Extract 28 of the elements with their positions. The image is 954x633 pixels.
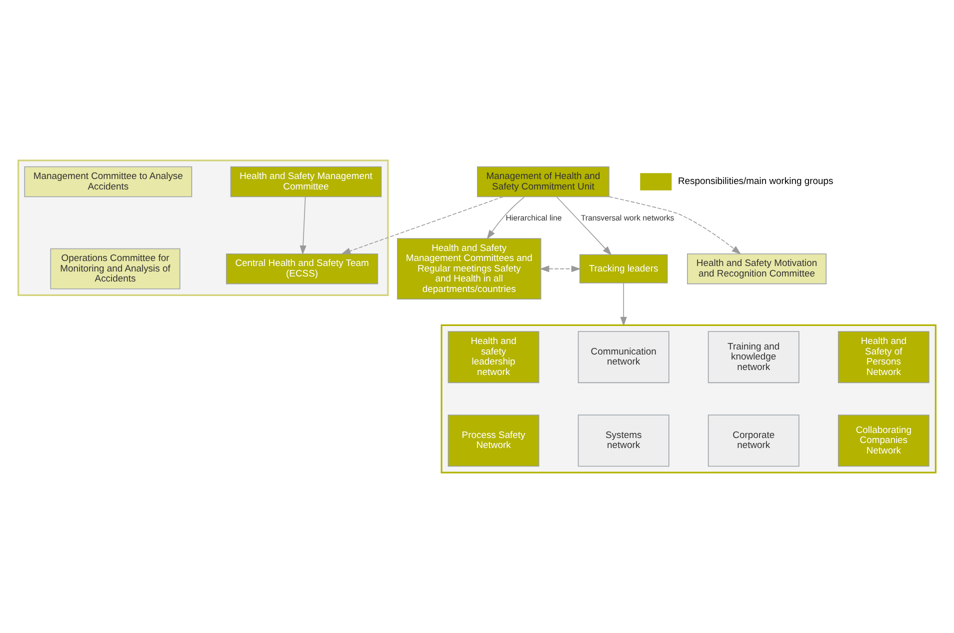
edge-label: Transversal work networks: [580, 213, 674, 222]
arrow: [341, 196, 504, 254]
node-box: Systems network: [578, 414, 670, 467]
node-box: Tracking leaders: [579, 254, 668, 284]
arrow: [608, 196, 742, 255]
arrow: [540, 266, 581, 272]
node-box: Health and Safety Management Committee: [230, 166, 382, 198]
node-box: Health and Safety Management Committees and Regular meetings Safety and Health in all departments/countries: [397, 238, 542, 300]
arrow: [486, 196, 525, 240]
node-box: Central Health and Safety Team (ECSS): [226, 253, 378, 284]
node-box: Health and safety leadership network: [448, 331, 540, 384]
cluster: [440, 324, 936, 474]
node-box: Health and Safety of Persons Network: [838, 331, 930, 384]
arrow: [556, 196, 612, 256]
node-box: Management Committee to Analyse Accidents: [24, 166, 192, 198]
node-box: Communication network: [578, 331, 670, 384]
legend-label: Responsibilities/main working groups: [678, 176, 834, 188]
arrow: [620, 282, 627, 326]
node-box: Process Safety Network: [448, 414, 540, 467]
node-box: Collaborating Companies Network: [838, 414, 930, 467]
node-box: Training and knowledge network: [708, 331, 800, 384]
node-box: Management of Health and Safety Commitment Unit: [477, 166, 610, 198]
edge-label: Hierarchical line: [506, 213, 562, 222]
cluster: [18, 160, 389, 296]
node-box: Operations Committee for Monitoring and Analysis of Accidents: [50, 248, 180, 290]
node-box: Health and Safety Motivation and Recognition Committee: [687, 253, 827, 284]
arrow: [300, 196, 306, 255]
node-box: Corporate network: [708, 414, 800, 467]
